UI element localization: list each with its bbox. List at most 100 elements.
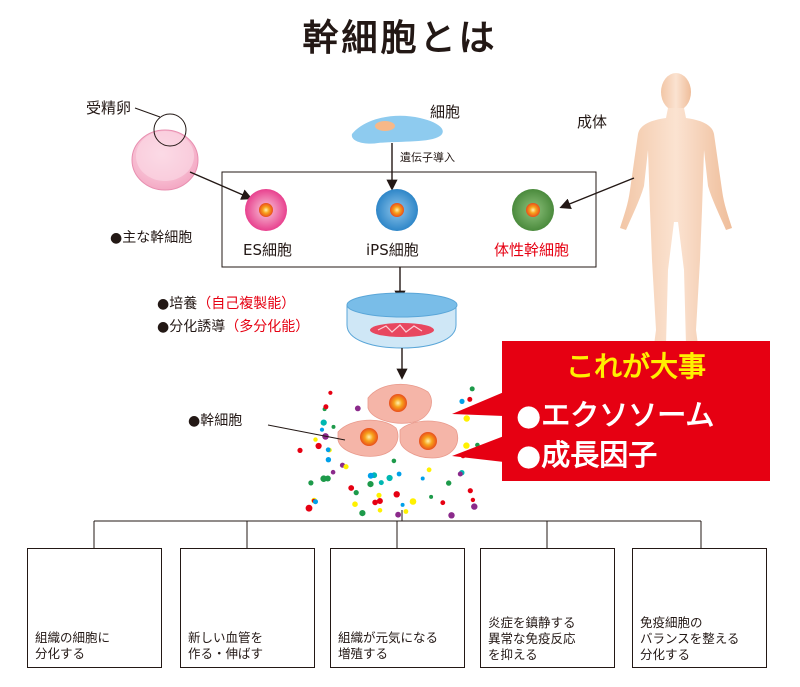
caption-line: 新しい血管を xyxy=(188,630,264,645)
particle-dot xyxy=(400,502,405,507)
particle-dot xyxy=(403,509,409,514)
cell-label: 細胞 xyxy=(430,103,461,121)
particle-dot xyxy=(467,488,473,494)
particle-dot xyxy=(330,469,336,475)
particle-dot xyxy=(308,480,314,486)
particle-dot xyxy=(325,457,332,463)
particle-dot xyxy=(359,509,366,517)
particle-dot xyxy=(297,447,303,453)
particle-dot xyxy=(469,386,475,392)
particle-dot xyxy=(377,508,383,513)
particle-dot xyxy=(470,497,476,503)
caption-line: 組織が元気になる xyxy=(338,630,439,645)
particle-dot xyxy=(313,437,318,442)
culture-label: ●培養（自己複製能） xyxy=(157,297,295,311)
adult-body-icon xyxy=(559,73,732,345)
particle-dot xyxy=(376,498,383,504)
ips-cell-label: iPS細胞 xyxy=(366,241,419,259)
effect-box-angiogenesis: 新しい血管を 作る・伸ばす xyxy=(180,548,315,668)
callout-item-exosome: ●エクソソーム xyxy=(516,398,715,432)
particle-dot xyxy=(305,504,313,512)
particle-dot xyxy=(463,442,470,449)
caption-line: 作る・伸ばす xyxy=(188,646,264,661)
particle-dot xyxy=(348,485,355,491)
particle-dot xyxy=(320,419,327,426)
particle-dot xyxy=(328,390,333,395)
stem-cell-pointer xyxy=(267,424,346,441)
effects-connector xyxy=(93,510,702,548)
particle-dot xyxy=(393,491,400,498)
induction-label: ●分化誘導（多分化能） xyxy=(157,320,309,334)
stem-cell-label: ●幹細胞 xyxy=(188,413,243,429)
particle-dot xyxy=(426,467,432,473)
gene-transfer-label: 遺伝子導入 xyxy=(400,151,455,164)
caption-line: 炎症を鎮静する xyxy=(488,615,576,630)
caption-line: 分化する xyxy=(35,646,86,661)
fertilized-egg-label: 受精卵 xyxy=(86,99,132,117)
particle-dot xyxy=(396,471,402,477)
es-cell-icon xyxy=(245,189,287,231)
particle-dot xyxy=(372,499,378,506)
particle-dot xyxy=(315,442,322,450)
particle-dot xyxy=(313,499,318,505)
particle-dot xyxy=(325,447,331,453)
caption-line: バランスを整える xyxy=(640,631,740,646)
particle-dot xyxy=(343,464,349,470)
stem-cells-cluster-icon xyxy=(337,383,458,459)
particle-dot xyxy=(471,503,478,510)
caption-line: 分化する xyxy=(640,647,691,662)
ips-cell-icon xyxy=(376,189,418,231)
particle-dot xyxy=(352,501,358,508)
effect-caption: 免疫細胞の バランスを整える 分化する xyxy=(640,615,739,663)
induction-text: ●分化誘導 xyxy=(157,319,226,335)
cell-icon xyxy=(351,115,443,144)
particle-dot xyxy=(440,500,446,506)
particle-dot xyxy=(467,396,473,402)
adult-label: 成体 xyxy=(577,113,608,131)
egg-arrow xyxy=(189,171,253,200)
particle-dot xyxy=(386,474,393,482)
particle-dot xyxy=(420,476,425,481)
page-title: 幹細胞とは xyxy=(302,17,498,59)
particle-dot xyxy=(391,458,397,464)
culture-note: （自己複製能） xyxy=(197,296,296,312)
callout-box: これが大事 ●エクソソーム ●成長因子 xyxy=(502,341,770,481)
somatic-stem-cell-label: 体性幹細胞 xyxy=(494,241,570,259)
effect-box-differentiation: 組織の細胞に 分化する xyxy=(27,548,162,668)
particle-dot xyxy=(395,511,401,518)
particle-dot xyxy=(409,498,417,505)
particles xyxy=(297,386,480,519)
callout-item-growth-factor: ●成長因子 xyxy=(516,438,658,472)
induction-note: （多分化能） xyxy=(225,319,310,335)
particle-dot xyxy=(378,480,384,486)
fertilized-egg-icon xyxy=(131,107,199,191)
caption-line: 組織の細胞に xyxy=(35,630,111,645)
caption-line: 異常な免疫反応 xyxy=(488,631,576,646)
particle-dot xyxy=(331,424,336,429)
effect-box-anti-inflammation: 炎症を鎮静する 異常な免疫反応 を抑える xyxy=(480,548,615,668)
caption-line: 増殖する xyxy=(338,646,389,661)
callout-heading: これが大事 xyxy=(565,350,706,383)
es-cell-label: ES細胞 xyxy=(243,241,292,259)
particle-dot xyxy=(323,404,329,410)
main-stem-cells-frame xyxy=(221,171,597,268)
particle-dot xyxy=(463,415,470,422)
particle-dot xyxy=(448,512,455,519)
culture-text: ●培養 xyxy=(157,296,198,312)
particle-dot xyxy=(446,480,452,486)
petri-dish-icon xyxy=(346,292,458,349)
effect-box-proliferation: 組織が元気になる 増殖する xyxy=(330,548,465,668)
particle-dot xyxy=(457,471,463,477)
effect-box-immune-balance: 免疫細胞の バランスを整える 分化する xyxy=(632,548,767,668)
effect-caption: 新しい血管を 作る・伸ばす xyxy=(188,630,263,662)
particle-dot xyxy=(429,494,434,499)
effect-caption: 炎症を鎮静する 異常な免疫反応 を抑える xyxy=(488,615,576,663)
callout-pointer xyxy=(452,392,504,462)
particle-dot xyxy=(459,398,465,404)
particle-dot xyxy=(319,427,325,432)
caption-line: 免疫細胞の xyxy=(640,615,703,630)
main-stem-cells-label: ●主な幹細胞 xyxy=(110,230,193,246)
somatic-stem-cell-icon xyxy=(512,189,554,231)
particle-dot xyxy=(354,405,361,412)
